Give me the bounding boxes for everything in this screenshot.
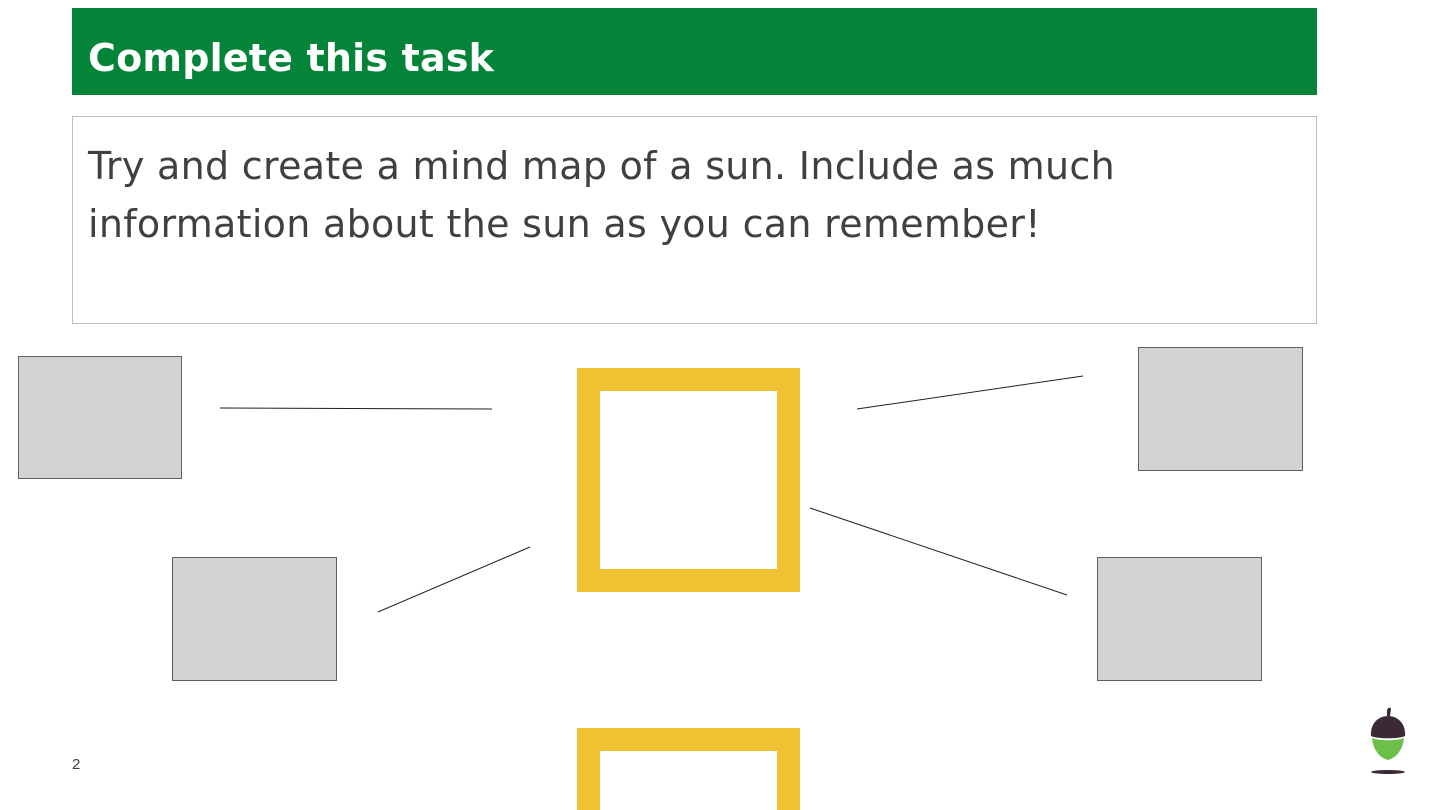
- mind-map-node-top-left: [18, 356, 182, 479]
- slide-title: Complete this task: [88, 36, 495, 80]
- mind-map-node-bottom-right: [1097, 557, 1262, 681]
- mind-map-node-top-right: [1138, 347, 1303, 471]
- connector-line-bottom-right: [809, 507, 1068, 596]
- acorn-logo-icon: [1370, 707, 1406, 774]
- sun-box-partial: [577, 728, 800, 810]
- task-instruction-box: Try and create a mind map of a sun. Incl…: [72, 116, 1317, 324]
- task-instruction-text: Try and create a mind map of a sun. Incl…: [88, 144, 1115, 246]
- page-number: 2: [72, 756, 81, 773]
- mind-map-node-bottom-left: [172, 557, 337, 681]
- connector-line-top-right: [856, 375, 1084, 410]
- connector-line-top-left: [219, 407, 493, 410]
- title-banner: Complete this task: [72, 8, 1317, 95]
- sun-center-box: [577, 368, 800, 592]
- connector-line-bottom-left: [377, 546, 531, 613]
